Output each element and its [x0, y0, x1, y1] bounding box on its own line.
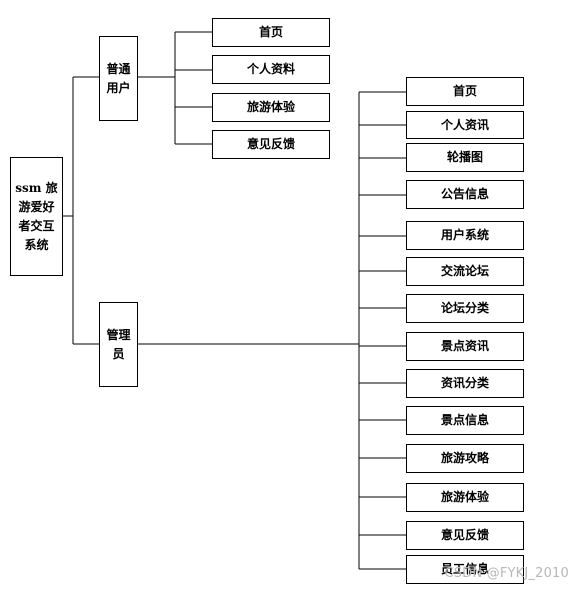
admin-branch-label: 管理员	[106, 327, 131, 361]
admin-item-label: 资讯分类	[440, 376, 489, 390]
admin-item-node: 个人资讯	[406, 111, 524, 139]
admin-item-node: 交流论坛	[406, 257, 524, 286]
admin-item-node: 资讯分类	[406, 369, 524, 398]
admin-item-node: 用户系统	[406, 221, 524, 250]
admin-branch-node: 管理员	[99, 302, 138, 387]
admin-item-label: 意见反馈	[440, 528, 489, 542]
watermark: CSDN @FYKJ_2010	[444, 566, 569, 581]
admin-item-label: 景点资讯	[440, 339, 489, 353]
admin-item-node: 旅游攻略	[406, 444, 524, 473]
admin-item-label: 轮播图	[446, 150, 483, 164]
admin-item-label: 公告信息	[440, 187, 489, 201]
user-item-label: 意见反馈	[246, 137, 295, 151]
admin-item-node: 景点资讯	[406, 332, 524, 361]
admin-item-node: 景点信息	[406, 406, 524, 435]
user-item-node: 首页	[212, 18, 330, 47]
admin-item-node: 轮播图	[406, 143, 524, 172]
admin-item-label: 旅游体验	[440, 490, 489, 504]
user-branch-node: 普通用户	[99, 36, 138, 121]
user-item-node: 意见反馈	[212, 130, 330, 159]
admin-item-label: 旅游攻略	[440, 451, 489, 465]
root-label: ssm 旅游爱好者交互系统	[15, 180, 58, 252]
admin-item-label: 个人资讯	[440, 117, 489, 132]
admin-item-label: 景点信息	[440, 413, 489, 427]
user-branch-label: 普通用户	[106, 61, 131, 95]
root-node: ssm 旅游爱好者交互系统	[10, 157, 63, 276]
admin-item-node: 员工信息	[406, 555, 524, 584]
admin-item-node: 公告信息	[406, 180, 524, 209]
admin-item-label: 交流论坛	[440, 264, 489, 278]
admin-item-node: 首页	[406, 77, 524, 106]
admin-item-label: 首页	[452, 84, 477, 98]
user-item-node: 旅游体验	[212, 93, 330, 122]
user-item-label: 旅游体验	[246, 100, 295, 114]
user-item-label: 首页	[258, 25, 283, 39]
admin-item-node: 论坛分类	[406, 294, 524, 323]
admin-item-label: 员工信息	[440, 562, 489, 576]
user-item-node: 个人资料	[212, 55, 330, 84]
user-item-label: 个人资料	[246, 62, 295, 76]
admin-item-label: 论坛分类	[440, 301, 489, 315]
admin-item-label: 用户系统	[440, 228, 489, 242]
admin-item-node: 意见反馈	[406, 521, 524, 550]
admin-item-node: 旅游体验	[406, 483, 524, 512]
